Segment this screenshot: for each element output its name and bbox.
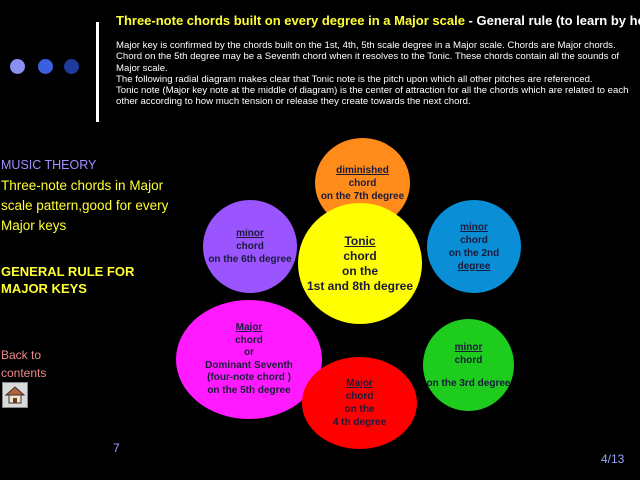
home-button[interactable]	[2, 382, 28, 408]
chord-quality: minor	[454, 341, 483, 353]
tonic-chord: Tonic chord on the 1st and 8th degree	[298, 203, 422, 324]
sixth-degree-chord: minor chord on the 6th degree	[203, 200, 297, 293]
chord-label: chord	[235, 334, 263, 346]
degree-word: degree	[457, 260, 491, 272]
fourth-degree-chord: Major chord on the 4 th degree	[302, 357, 417, 449]
chord-label: chord	[343, 248, 377, 263]
description-para-1: Major key is confirmed by the chords bui…	[116, 40, 620, 74]
description-para-3: Tonic note (Major key note at the middle…	[116, 85, 629, 108]
degree-label: on the 6th degree	[208, 254, 292, 265]
page-title: Three-note chords built on every degree …	[116, 13, 640, 28]
title-main: Three-note chords built on every degree …	[116, 13, 465, 28]
or-label: or	[244, 347, 254, 358]
back-to-contents-link[interactable]: Back to contents	[1, 348, 47, 380]
divider-line	[96, 22, 99, 122]
chord-label: chord	[460, 234, 488, 246]
degree-label: on the 3rd degree	[426, 377, 511, 389]
degree-label: on the 2nd	[448, 247, 500, 259]
degree-label: 4 th degree	[332, 417, 387, 428]
second-degree-chord: minor chord on the 2nd degree	[427, 200, 521, 293]
chord-label: chord	[345, 391, 374, 402]
chord-quality: Major	[346, 378, 373, 389]
chord-quality: minor	[460, 221, 488, 233]
chord-quality: Major	[235, 322, 263, 333]
decor-dot-3	[64, 59, 79, 74]
chord-quality: minor	[236, 228, 264, 239]
chord-label: chord	[348, 177, 377, 189]
degree-label: on the 5th degree	[207, 384, 291, 396]
sidebar-subtitle: Three-note chords in Major scale pattern…	[1, 178, 169, 233]
chord-quality: diminished	[336, 164, 389, 176]
degree-label: on the 7th degree	[320, 190, 405, 202]
degree-label: 1st and 8th degree	[306, 278, 414, 293]
third-degree-chord: minor chord on the 3rd degree	[423, 319, 514, 411]
slide-number-left: 7	[113, 441, 120, 455]
chord-label: chord	[236, 241, 264, 252]
title-rest: - General rule (to learn by heart)	[468, 13, 640, 28]
decor-dot-1	[10, 59, 25, 74]
chord-label: chord	[454, 354, 483, 366]
section-label: MUSIC THEORY	[1, 158, 97, 172]
decor-dot-2	[38, 59, 53, 74]
fifth-degree-chord: Major chord or Dominant Seventh (four-no…	[176, 300, 322, 419]
four-note-label: (four-note chord )	[207, 372, 291, 383]
page-counter: 4/13	[601, 452, 625, 466]
general-rule-heading: GENERAL RULE FOR MAJOR KEYS	[1, 264, 135, 296]
chord-quality: Tonic	[344, 233, 376, 248]
on-the-label: on the	[344, 404, 375, 415]
dominant-seventh-label: Dominant Seventh	[205, 359, 293, 371]
house-icon	[4, 386, 26, 404]
on-the-label: on the	[342, 263, 378, 278]
description-para-2: The following radial diagram makes clear…	[116, 73, 593, 85]
description: Major key is confirmed by the chords bui…	[116, 40, 636, 108]
